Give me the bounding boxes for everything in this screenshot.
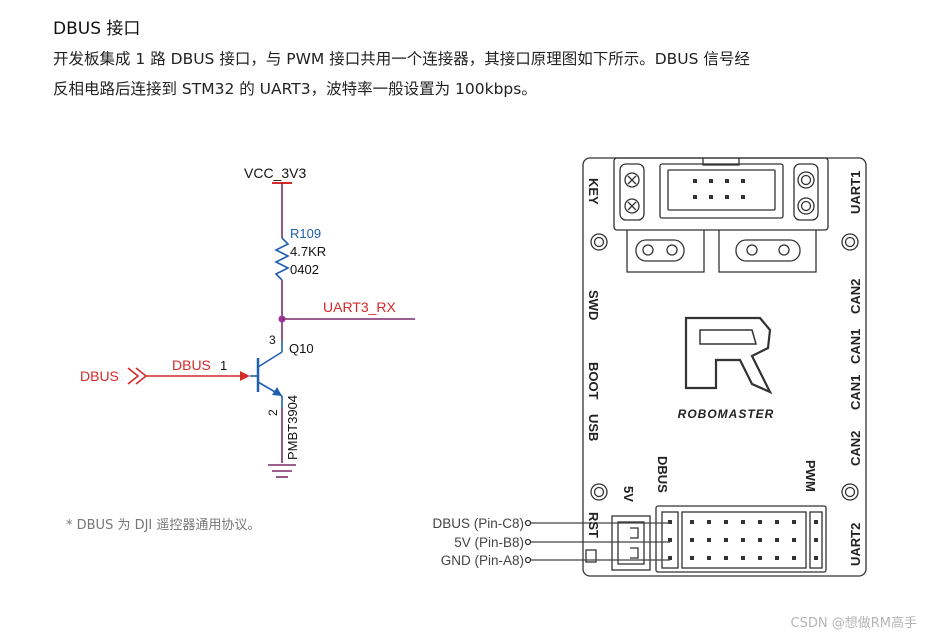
resistor-ref: R109 — [290, 226, 321, 241]
dbus-port-label: DBUS — [80, 368, 119, 384]
label-dbus: DBUS — [655, 456, 670, 493]
transistor-q10 — [256, 340, 283, 408]
resistor-value: 4.7KR — [290, 244, 326, 259]
section-title: DBUS 接口 — [53, 19, 141, 39]
transistor-ref: Q10 — [289, 341, 314, 356]
label-pwm: PWM — [803, 460, 818, 492]
collector-pin: 3 — [269, 333, 276, 347]
key-header — [659, 163, 784, 219]
label-key: KEY — [586, 178, 601, 205]
brand-text: ROBOMASTER — [678, 407, 775, 421]
port-arrow-icon — [127, 367, 140, 385]
label-uart2: UART2 — [848, 523, 863, 566]
description-line-2: 反相电路后连接到 STM32 的 UART3，波特率一般设置为 100kbps。 — [53, 80, 537, 98]
robomaster-logo — [684, 316, 773, 395]
pin-5v-label: 5V (Pin-B8) — [454, 535, 524, 550]
label-uart1: UART1 — [848, 171, 863, 214]
watermark: CSDN @想做RM高手 — [790, 616, 917, 631]
ground-symbol — [268, 464, 296, 478]
resistor-r109 — [274, 237, 290, 281]
label-usb: USB — [586, 414, 601, 441]
uart3-rx-net: UART3_RX — [323, 299, 397, 315]
label-5v: 5V — [621, 486, 636, 502]
dbus-net-label: DBUS — [172, 357, 211, 373]
schematic: VCC_3V3 R109 4.7KR 0402 UART3_RX 3 Q10 P… — [80, 165, 415, 478]
transistor-part: PMBT3904 — [285, 395, 300, 460]
board-drawing — [524, 157, 867, 577]
pin-dbus-label: DBUS (Pin-C8) — [432, 516, 524, 531]
vcc-label: VCC_3V3 — [244, 165, 306, 181]
resistor-package: 0402 — [290, 262, 319, 277]
base-pin: 1 — [220, 358, 227, 373]
description-line-1: 开发板集成 1 路 DBUS 接口，与 PWM 接口共用一个连接器，其接口原理图… — [53, 50, 750, 68]
description-paragraph: 开发板集成 1 路 DBUS 接口，与 PWM 接口共用一个连接器，其接口原理图… — [53, 44, 903, 104]
label-can1-b: CAN1 — [848, 375, 863, 410]
label-can1-a: CAN1 — [848, 329, 863, 364]
label-boot: BOOT — [586, 362, 601, 400]
board-outline — [582, 157, 867, 577]
label-swd: SWD — [586, 290, 601, 320]
label-can2-bottom: CAN2 — [848, 431, 863, 466]
label-can2-top: CAN2 — [848, 279, 863, 314]
footnote: * DBUS 为 DJI 遥控器通用协议。 — [66, 518, 261, 533]
emitter-pin: 2 — [266, 409, 280, 416]
pin-gnd-label: GND (Pin-A8) — [441, 553, 524, 568]
dbus-pwm-header — [655, 505, 827, 573]
label-rst: RST — [586, 512, 601, 538]
